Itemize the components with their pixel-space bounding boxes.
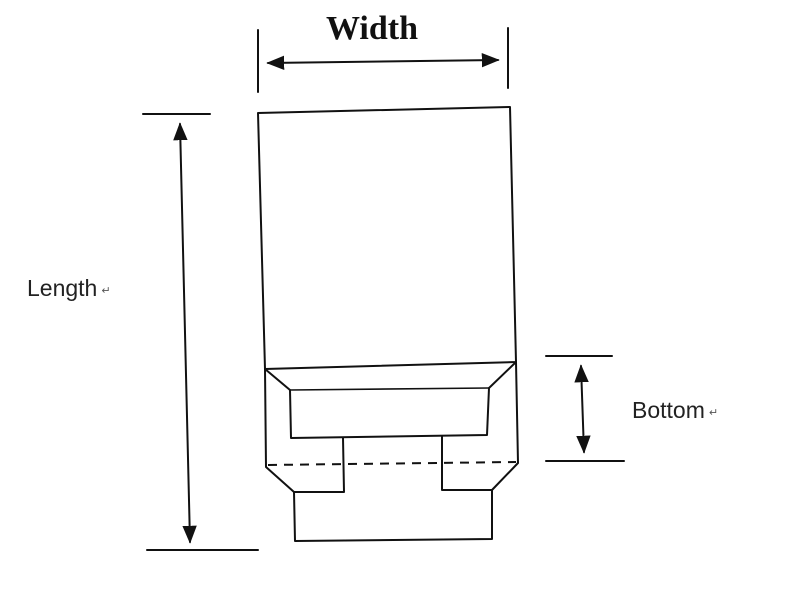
- gusset-left-outer: [264, 368, 295, 493]
- length-return-mark: ↵: [101, 284, 110, 297]
- pouch-outline: [257, 106, 519, 542]
- bottom-return-mark: ↵: [709, 406, 718, 419]
- left-tab: [293, 437, 345, 493]
- gusset-right-outer: [491, 361, 519, 491]
- bottom-label-group: Bottom ↵: [632, 397, 718, 423]
- pouch-base: [293, 489, 493, 542]
- width-label: Width: [326, 10, 418, 47]
- width-arrow: [266, 53, 500, 70]
- width-dimension: Width: [257, 10, 509, 93]
- bottom-arrow: [574, 364, 591, 454]
- length-label-group: Length ↵: [27, 275, 111, 301]
- gusset-inner-fold: [264, 361, 517, 439]
- bottom-label: Bottom: [632, 397, 705, 423]
- gusset-inner-top: [289, 387, 490, 391]
- bottom-fold-line: [267, 461, 517, 466]
- bottom-dimension: Bottom ↵: [545, 355, 718, 462]
- length-arrow: [173, 122, 197, 544]
- right-tab: [441, 435, 493, 491]
- pouch-body: [257, 106, 517, 370]
- length-dimension: Length ↵: [27, 113, 259, 551]
- length-label: Length: [27, 275, 97, 301]
